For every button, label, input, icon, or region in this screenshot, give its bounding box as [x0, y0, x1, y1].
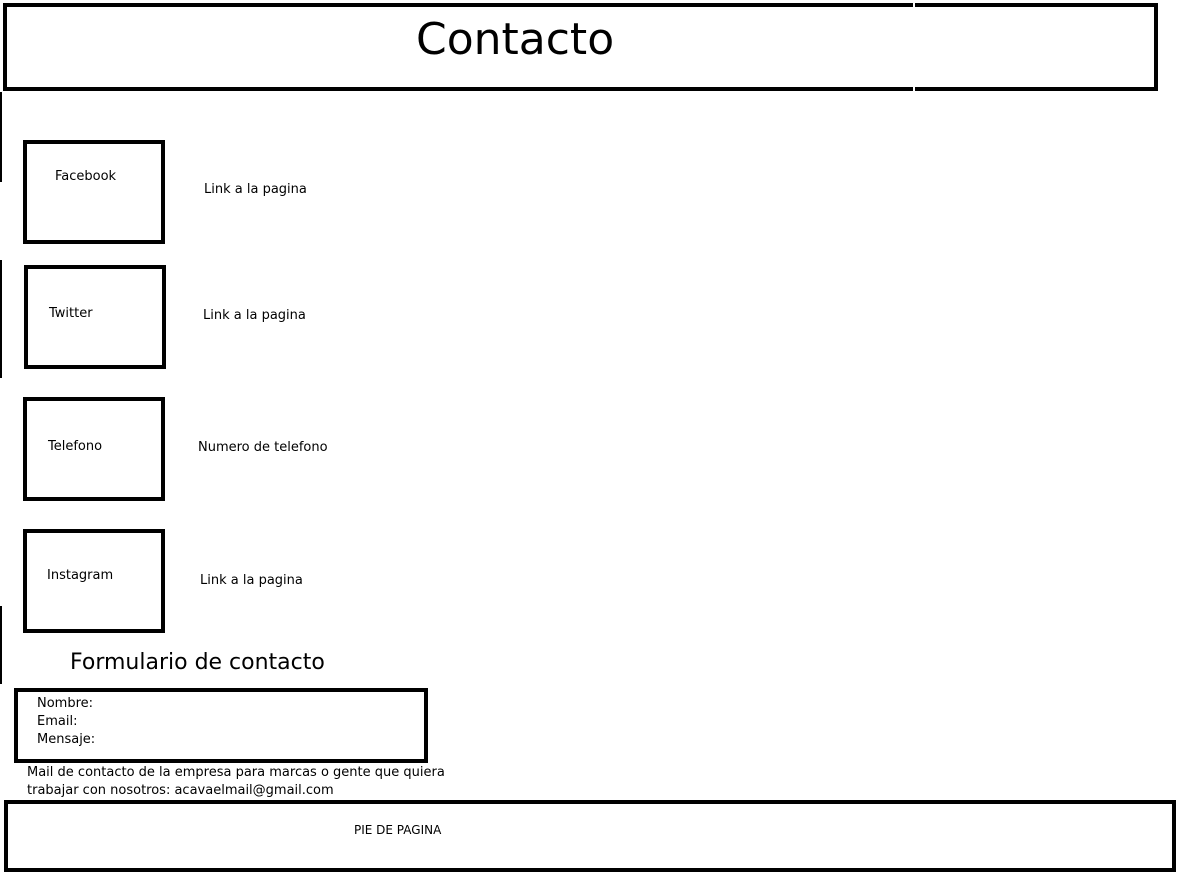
telefono-number: Numero de telefono: [198, 440, 328, 455]
form-field-mensaje[interactable]: Mensaje:: [37, 732, 96, 747]
contact-form[interactable]: [14, 688, 428, 763]
footer-text: PIE DE PAGINA: [354, 823, 442, 837]
card-twitter-label: Twitter: [49, 306, 93, 321]
footer-box: [4, 800, 1176, 872]
card-telefono-label: Telefono: [48, 439, 103, 454]
left-edge-line-top: [0, 92, 2, 182]
facebook-link[interactable]: Link a la pagina: [204, 182, 307, 197]
header-box: [3, 3, 1158, 91]
card-instagram[interactable]: [23, 529, 165, 633]
card-telefono[interactable]: [23, 397, 165, 501]
twitter-link[interactable]: Link a la pagina: [203, 308, 306, 323]
card-facebook[interactable]: [23, 140, 165, 244]
instagram-link[interactable]: Link a la pagina: [200, 573, 303, 588]
left-edge-line-bottom: [0, 606, 2, 684]
card-twitter[interactable]: [24, 265, 166, 369]
form-field-nombre[interactable]: Nombre:: [37, 696, 94, 711]
card-facebook-label: Facebook: [55, 169, 117, 184]
contact-note: Mail de contacto de la empresa para marc…: [27, 765, 445, 798]
page-title: Contacto: [416, 14, 615, 65]
left-edge-line-middle: [0, 260, 2, 378]
form-field-email[interactable]: Email:: [37, 714, 78, 729]
form-title: Formulario de contacto: [70, 650, 325, 675]
card-instagram-label: Instagram: [47, 568, 114, 583]
header-divider: [913, 3, 915, 91]
